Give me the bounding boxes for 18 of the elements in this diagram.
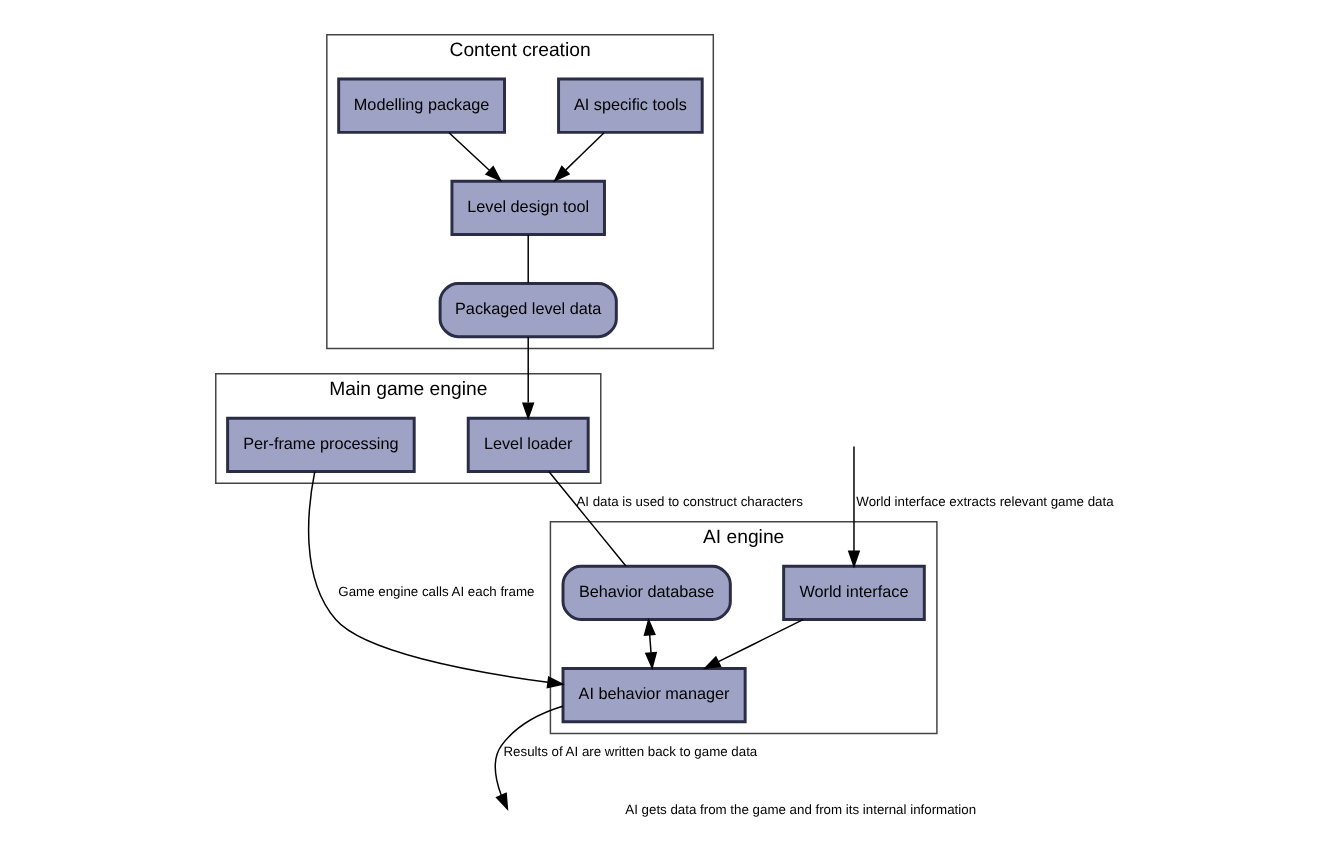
node-box: Level loader [466,416,590,473]
arrow [847,445,861,569]
connector [548,470,627,567]
arrow [702,618,804,670]
node-box: AI specific tools [557,77,704,134]
node-box: Packaged level data [438,281,618,339]
arrow [643,617,658,670]
node-box: Level design tool [450,179,606,236]
arrow [307,470,565,689]
node-box: Behavior database [561,564,732,621]
arrow [522,336,535,421]
node-box: AI behavior manager [561,666,747,724]
arrow [553,132,605,183]
node-box: World interface [782,564,926,621]
node-box: Per-frame processing [226,416,416,473]
connector [527,234,529,284]
arrow [448,132,503,183]
node-box: Modelling package [337,77,506,134]
